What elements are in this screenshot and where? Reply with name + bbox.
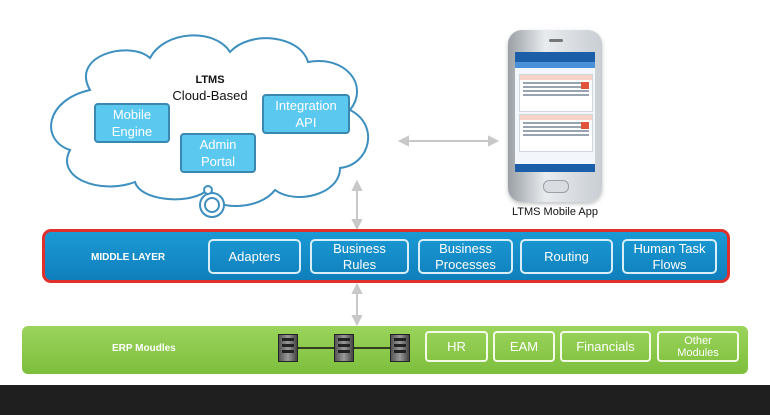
admin-portal-label: Admin Portal [199, 137, 237, 169]
human-task-flows-label: Human Task Flows [633, 240, 706, 272]
erp-label: ERP Moudles [112, 343, 176, 354]
mobile-phone [508, 30, 602, 202]
card-action-icon [581, 82, 589, 89]
arrowhead-up-2 [351, 282, 363, 294]
other-modules-box: Other Modules [657, 331, 739, 362]
server-icon [278, 334, 298, 362]
cloud-title-line2: Cloud-Based [172, 88, 248, 103]
other-modules-label: Other Modules [677, 334, 719, 359]
integration-api-label: Integration API [275, 98, 337, 130]
adapters-label: Adapters [228, 248, 281, 264]
phone-home-button [543, 180, 569, 193]
mobile-engine-box: Mobile Engine [94, 103, 170, 143]
screen-footer [515, 164, 595, 172]
business-processes-box: Business Processes [418, 239, 513, 274]
hr-box: HR [425, 331, 488, 362]
screen-header [515, 52, 595, 62]
eam-label: EAM [509, 338, 539, 354]
cloud-bubble-small [204, 197, 220, 213]
hr-label: HR [447, 338, 466, 354]
mobile-engine-label: Mobile Engine [111, 107, 153, 139]
arrowhead-down [351, 219, 363, 231]
screen-subheader [515, 62, 595, 68]
arrowhead-down-2 [351, 315, 363, 327]
phone-screen [515, 52, 595, 172]
arrowhead-right [488, 135, 500, 147]
business-rules-label: Business Rules [333, 240, 386, 272]
screen-card [519, 74, 593, 112]
mobile-app-label: LTMS Mobile App [511, 206, 598, 218]
business-rules-box: Business Rules [310, 239, 409, 274]
admin-portal-box: Admin Portal [180, 133, 256, 173]
routing-box: Routing [520, 239, 613, 274]
adapters-box: Adapters [208, 239, 301, 274]
bottom-bar [0, 385, 770, 415]
screen-card [519, 114, 593, 152]
financials-box: Financials [560, 331, 651, 362]
integration-api-box: Integration API [262, 94, 350, 134]
middle-layer: MIDDLE LAYER Adapters Business Rules Bus… [42, 229, 730, 283]
server-connections [296, 347, 390, 349]
middle-layer-label: MIDDLE LAYER [91, 252, 166, 263]
cloud-title: LTMS Cloud-Based [150, 72, 270, 104]
cloud-title-line1: LTMS [195, 74, 225, 86]
server-icon [334, 334, 354, 362]
arrowhead-up [351, 179, 363, 191]
erp-modules-layer: ERP Moudles HR EAM Financials Other Modu… [22, 326, 748, 374]
cloud-bubble-tiny [203, 185, 213, 195]
business-processes-label: Business Processes [435, 240, 496, 272]
server-icon [390, 334, 410, 362]
card-action-icon [581, 122, 589, 129]
phone-camera [549, 39, 563, 42]
financials-label: Financials [576, 338, 635, 354]
human-task-flows-box: Human Task Flows [622, 239, 717, 274]
arrowhead-left [397, 135, 409, 147]
routing-label: Routing [544, 248, 589, 264]
eam-box: EAM [493, 331, 555, 362]
